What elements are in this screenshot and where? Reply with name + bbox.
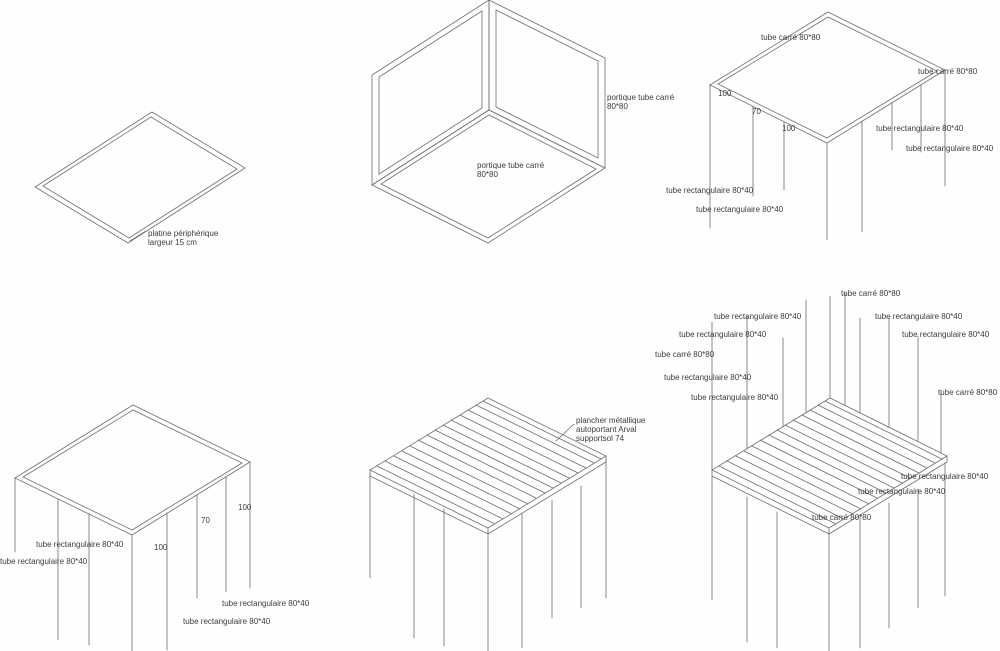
label-rect-tube-left-2: tube rectangulaire 80*40 (696, 205, 784, 214)
label-rect-tube-ul-2: tube rectangulaire 80*40 (679, 330, 767, 339)
portal-right-outer (488, 0, 606, 169)
label-rect-tube-deck-1: tube rectangulaire 80*40 (901, 472, 989, 481)
label-rect-tube-ur-1: tube rectangulaire 80*40 (875, 312, 963, 321)
assembly-leader-lines-upper (711, 291, 942, 471)
label-rect-tube-left-1: tube rectangulaire 80*40 (666, 186, 754, 195)
label-square-tube-right: tube carré 80*80 (938, 388, 998, 397)
label-plate-line2: largeur 15 cm (148, 238, 197, 247)
frame-posts (14, 461, 251, 651)
frame-outer-outline (14, 404, 251, 536)
label-floor-decking-line1: plancher métallique (576, 416, 646, 425)
plate-inner-outline (380, 114, 597, 239)
diagram-step1-base-plate (34, 111, 246, 244)
label-square-tube-top: tube carré 80*80 (841, 289, 901, 298)
label-floor-decking: plancher métallique autoportant Arval su… (576, 416, 645, 443)
deck-outline (369, 397, 607, 529)
floor-label-leader-line (555, 423, 575, 442)
dimension-70: 70 (201, 516, 210, 525)
label-rect-tube-left-4: tube rectangulaire 80*40 (691, 393, 779, 402)
label-portal-right: portique tube carré 80*80 (607, 93, 674, 111)
dimension-100-a: 100 (238, 503, 252, 512)
plate-outer-outline (34, 111, 246, 244)
label-rect-tube-right-2: tube rectangulaire 80*40 (906, 144, 994, 153)
label-rect-tube-right-2: tube rectangulaire 80*40 (183, 617, 271, 626)
plate-inner-outline (42, 116, 238, 239)
deck-corrugation-ribs (718, 400, 943, 525)
portal-right-inner (495, 9, 599, 159)
frame-inner-outline (22, 409, 243, 531)
label-plate-line1: platine périphérique (148, 229, 219, 238)
deck-corrugation-ribs (376, 400, 602, 525)
label-square-tube-left: tube carré 80*80 (655, 350, 715, 359)
label-rect-tube-right-1: tube rectangulaire 80*40 (222, 599, 310, 608)
diagram-step3-top-frame (709, 11, 946, 241)
label-rect-tube-ur-2: tube rectangulaire 80*40 (902, 330, 990, 339)
dimension-100-b: 100 (154, 543, 168, 552)
label-portal-inner-line1: portique tube carré (477, 161, 545, 170)
label-rect-tube-deck-2: tube rectangulaire 80*40 (858, 487, 946, 496)
assembly-posts-lower (711, 462, 946, 651)
deck-posts (369, 458, 607, 651)
frame-inner-outline (717, 16, 938, 139)
diagram-step2-portals (371, 0, 606, 244)
plate-label-leader-line (129, 230, 147, 242)
label-rect-tube-left-1: tube rectangulaire 80*40 (36, 540, 124, 549)
label-portal-right-line1: portique tube carré (607, 93, 675, 102)
diagram-step5-decking (369, 397, 607, 651)
deck-thickness-edges (711, 455, 948, 535)
label-square-tube-deck: tube carré 80*80 (812, 513, 872, 522)
label-portal-right-line2: 80*80 (607, 102, 628, 111)
label-rect-tube-ul-1: tube rectangulaire 80*40 (714, 312, 802, 321)
label-rect-tube-right-1: tube rectangulaire 80*40 (876, 124, 964, 133)
dimension-100-b: 100 (782, 124, 796, 133)
dimension-100-a: 100 (718, 89, 732, 98)
frame-posts (709, 69, 946, 241)
label-square-tube-right: tube carré 80*80 (918, 67, 978, 76)
label-floor-decking-line3: supportsol 74 (576, 434, 625, 443)
label-floor-decking-line2: autoportant Arval (576, 425, 637, 434)
deck-thickness-edges (369, 455, 607, 535)
label-rect-tube-left-3: tube rectangulaire 80*40 (664, 373, 752, 382)
label-plate: platine périphérique largeur 15 cm (148, 229, 218, 247)
label-square-tube-top: tube carré 80*80 (761, 33, 821, 42)
label-rect-tube-left-2: tube rectangulaire 80*40 (0, 557, 88, 566)
portal-left-outer (371, 0, 490, 186)
portal-left-inner (378, 10, 483, 175)
diagram-step6-assembly (711, 291, 948, 651)
diagram-step4-top-frame (14, 404, 251, 651)
label-portal-inner: portique tube carré 80*80 (477, 161, 544, 179)
dimension-70: 70 (752, 107, 761, 116)
label-portal-inner-line2: 80*80 (477, 170, 498, 179)
